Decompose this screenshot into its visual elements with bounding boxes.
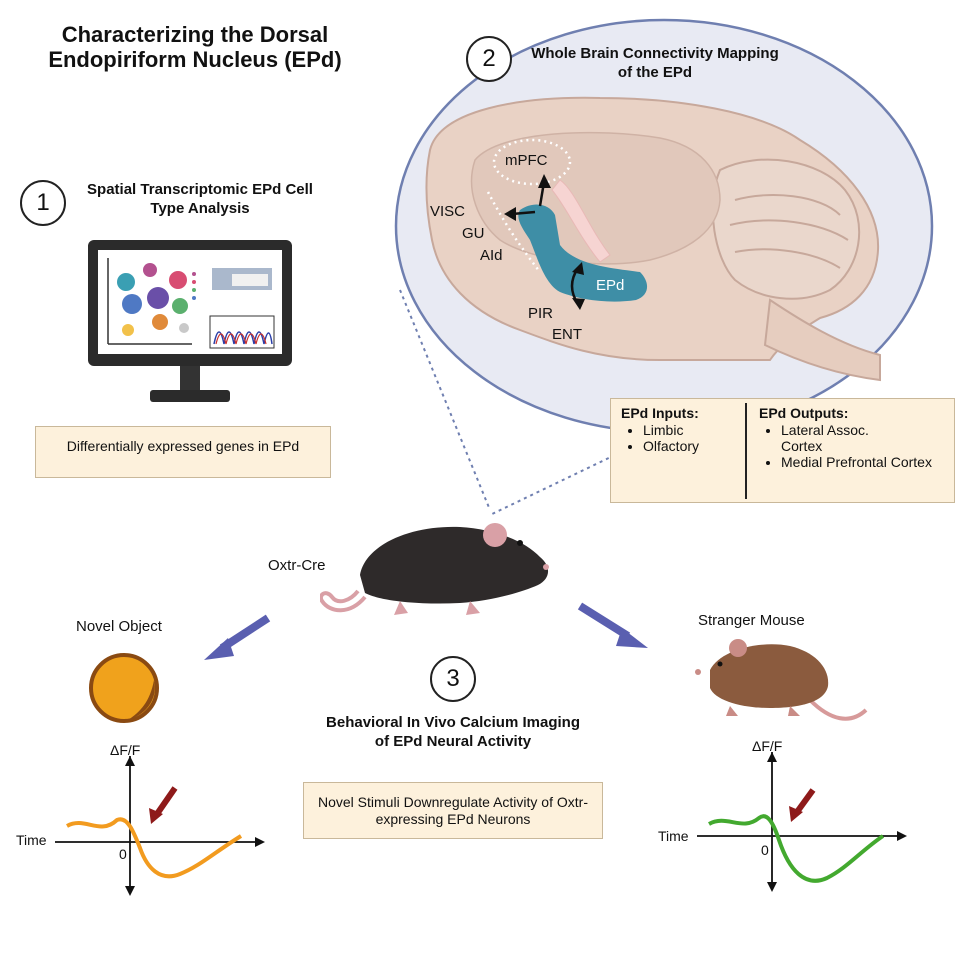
right-red-arrow: [789, 806, 803, 822]
left-trace: [66, 817, 243, 879]
output-item: Lateral Assoc. Cortex: [781, 422, 901, 454]
right-graph-origin: 0: [761, 842, 769, 858]
novel-object-label: Novel Object: [76, 618, 162, 635]
stranger-mouse-label: Stranger Mouse: [698, 612, 805, 629]
column-divider: [745, 403, 747, 499]
step3-box: Novel Stimuli Downregulate Activity of O…: [303, 782, 603, 839]
label-mpfc: mPFC: [505, 152, 548, 169]
label-pir: PIR: [528, 305, 554, 322]
left-graph-origin: 0: [119, 846, 127, 862]
step3-number: 3: [430, 656, 476, 702]
cluster-plot: [117, 263, 189, 336]
page-title: Characterizing the Dorsal Endopiriform N…: [48, 22, 342, 72]
input-item: Limbic: [643, 422, 741, 438]
inputs-heading: EPd Inputs:: [621, 405, 699, 421]
step2-number: 2: [466, 36, 512, 82]
connectivity-box: EPd Inputs: Limbic Olfactory EPd Outputs…: [610, 398, 955, 503]
step2-title: Whole Brain Connectivity Mapping of the …: [531, 45, 779, 81]
step1-number: 1: [20, 180, 66, 226]
input-item: Olfactory: [643, 438, 741, 454]
stranger-mouse-illustration: [695, 639, 868, 721]
epd-region: [518, 204, 648, 302]
right-graph-y-label: ΔF/F: [752, 738, 783, 754]
outputs-heading: EPd Outputs:: [759, 405, 849, 421]
step3-title: Behavioral In Vivo Calcium Imaging of EP…: [326, 714, 580, 750]
left-red-arrow: [149, 808, 163, 824]
cortex-outline: [486, 191, 541, 273]
connector-line-right: [489, 454, 616, 516]
label-aid: AId: [480, 247, 503, 264]
left-graph-x-label: Time: [16, 832, 47, 848]
novel-object-ball: [89, 653, 159, 723]
mpfc-outline: [492, 138, 572, 186]
inputs-column: EPd Inputs: Limbic Olfactory: [621, 405, 741, 454]
right-graph: [697, 752, 907, 892]
outputs-column: EPd Outputs: Lateral Assoc. Cortex Media…: [759, 405, 949, 470]
connector-line-left: [399, 289, 491, 511]
step1-box: Differentially expressed genes in EPd: [35, 426, 331, 478]
label-epd: EPd: [596, 277, 625, 294]
right-trace: [708, 814, 885, 883]
brain-illustration: [425, 96, 881, 382]
mouse-oxtr-cre: [320, 523, 549, 615]
label-gu: GU: [462, 225, 485, 242]
label-ent: ENT: [552, 326, 582, 343]
oxtr-cre-label: Oxtr-Cre: [268, 557, 326, 574]
left-graph: [55, 756, 265, 896]
right-graph-x-label: Time: [658, 828, 689, 844]
left-graph-y-label: ΔF/F: [110, 742, 141, 758]
label-visc: VISC: [430, 203, 466, 220]
step1-title: Spatial Transcriptomic EPd Cell Type Ana…: [87, 181, 313, 217]
output-item: Medial Prefrontal Cortex: [781, 454, 951, 470]
monitor-icon: [88, 240, 292, 402]
